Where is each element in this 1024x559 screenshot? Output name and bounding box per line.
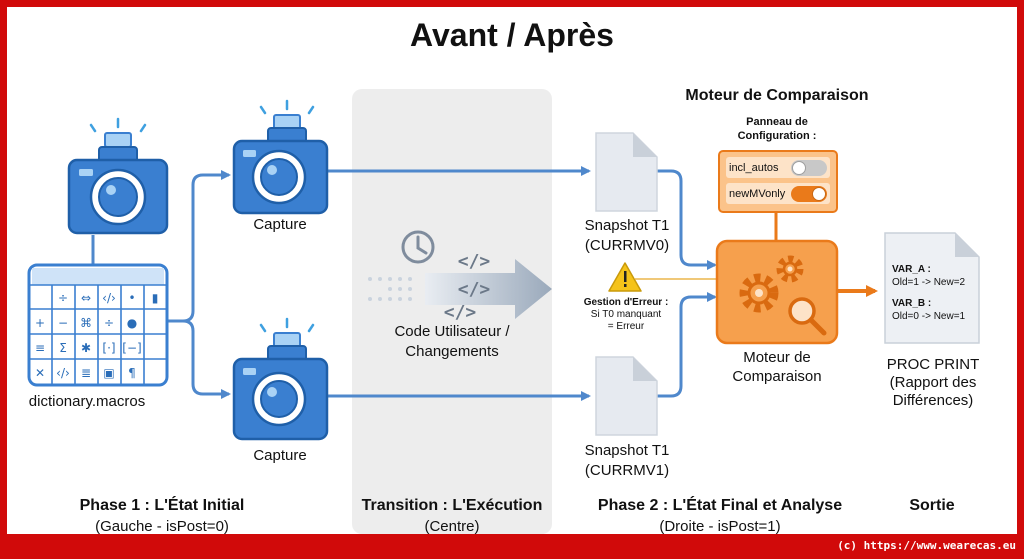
config-title-line: Panneau de	[746, 116, 808, 128]
camera-icon	[232, 317, 329, 441]
error-handling-label: Gestion d'Erreur : Si T0 manquant = Erre…	[567, 297, 685, 333]
svg-text:⌘: ⌘	[80, 316, 92, 330]
svg-text:●: ●	[127, 316, 137, 330]
snapshot-t1-bottom-label: Snapshot T1 (CURRMV1)	[562, 441, 692, 481]
document-icon	[595, 356, 658, 436]
diagram-graphics: ÷ ⇔ ‹/› • ▮ +−⌘ ÷ ● ≡ Σ ✱ [·] [−] ✕ ‹/› ≣ ▣ ¶	[27, 99, 980, 441]
output-label-line: (Rapport des	[889, 374, 977, 391]
output-label-line: PROC PRINT	[886, 356, 980, 373]
engine-label-line: Moteur de	[743, 349, 811, 366]
svg-text:≡: ≡	[35, 341, 45, 355]
svg-text:[·]: [·]	[102, 341, 115, 355]
capture-label: Capture	[253, 447, 307, 464]
calculator-grid-icon: ÷ ⇔ ‹/› • ▮ +−⌘ ÷ ● ≡ Σ ✱ [·] [−] ✕ ‹/› ≣ ▣ ¶	[27, 263, 169, 387]
engine-label-line: Comparaison	[732, 368, 822, 385]
output-doc-content: VAR_A : Old=1 -> New=2 VAR_B : Old=0 -> …	[892, 263, 982, 323]
toggle-icon	[791, 160, 827, 176]
snapshot-table: (CURRMV1)	[584, 462, 670, 479]
config-panel	[718, 150, 838, 213]
var-b-value: Old=0 -> New=1	[892, 311, 966, 322]
transition-subtitle: (Centre)	[424, 518, 480, 534]
config-title-line: Configuration :	[737, 130, 817, 142]
page-title: Avant / Après	[410, 17, 614, 53]
transition-arrow	[368, 259, 552, 319]
copyright-text: (c) https://www.wearecas.eu	[837, 539, 1016, 552]
svg-text:✱: ✱	[81, 341, 91, 355]
document-icon	[595, 132, 658, 212]
svg-text:</>: </>	[458, 251, 491, 272]
svg-text:✕: ✕	[35, 366, 45, 380]
output-label: PROC PRINT (Rapport des Différences)	[873, 356, 993, 410]
output-title: Sortie	[909, 497, 955, 514]
phase2-title: Phase 2 : L'État Final et Analyse	[597, 497, 843, 514]
phase1-subtitle: (Gauche - isPost=0)	[95, 518, 229, 534]
svg-text:▣: ▣	[103, 366, 114, 380]
gear-icon	[776, 255, 804, 283]
svg-text:÷: ÷	[104, 316, 114, 330]
document-icon	[884, 232, 980, 344]
svg-text:≣: ≣	[81, 366, 91, 380]
transition-title: Transition : L'Exécution	[361, 497, 543, 514]
svg-text:÷: ÷	[58, 291, 68, 305]
error-line: Si T0 manquant	[590, 309, 662, 320]
svg-text:•: •	[128, 291, 135, 305]
svg-text:‹/›: ‹/›	[56, 366, 70, 380]
camera-icon	[232, 99, 329, 215]
snapshot-name: Snapshot T1	[584, 442, 670, 459]
gear-icon	[739, 273, 779, 313]
diagram-canvas: Avant / Après	[7, 7, 1017, 534]
svg-text:[−]: [−]	[122, 341, 141, 355]
camera-icon	[67, 117, 169, 235]
clock-icon	[401, 230, 435, 264]
code-changes-line2: Changements	[405, 343, 499, 360]
output-label-line: Différences)	[892, 392, 974, 409]
var-a-value: Old=1 -> New=2	[892, 277, 966, 288]
config-panel-title: Panneau de Configuration :	[707, 115, 847, 143]
error-title: Gestion d'Erreur :	[583, 297, 669, 308]
phase1-title: Phase 1 : L'État Initial	[79, 497, 245, 514]
footer-bar: (c) https://www.wearecas.eu	[0, 534, 1024, 559]
snapshot-t1-top-label: Snapshot T1 (CURRMV0)	[562, 216, 692, 256]
toggle-newmvonly-label: newMVonly	[729, 188, 786, 200]
phase2-subtitle: (Droite - isPost=1)	[659, 518, 781, 534]
svg-text:</>: </>	[444, 302, 477, 323]
snapshot-name: Snapshot T1	[584, 217, 670, 234]
svg-text:</>: </>	[458, 279, 491, 300]
dictionary-label: dictionary.macros	[28, 393, 146, 410]
toggle-icon	[791, 186, 827, 202]
var-b-title: VAR_B :	[892, 298, 932, 309]
code-changes-label: Code Utilisateur / Changements	[362, 322, 542, 362]
svg-text:−: −	[58, 316, 68, 330]
snapshot-table: (CURRMV0)	[584, 237, 670, 254]
magnifier-icon	[788, 297, 827, 336]
engine-box-label: Moteur de Comparaison	[707, 348, 847, 386]
svg-text:‹/›: ‹/›	[102, 291, 116, 305]
engine-box	[715, 239, 839, 345]
svg-text:+: +	[35, 316, 45, 330]
svg-text:⇔: ⇔	[81, 291, 91, 305]
error-line: = Erreur	[607, 321, 645, 332]
capture-label: Capture	[253, 216, 307, 233]
engine-header: Moteur de Comparaison	[685, 87, 869, 104]
toggle-incl-autos-label: incl_autos	[729, 162, 779, 174]
svg-text:¶: ¶	[128, 366, 136, 380]
code-icon: </> </> </>	[444, 251, 491, 323]
connector-lines	[91, 166, 717, 401]
svg-text:▮: ▮	[152, 291, 159, 305]
code-changes-line1: Code Utilisateur /	[394, 323, 510, 340]
var-a-title: VAR_A :	[892, 264, 931, 275]
svg-text:Σ: Σ	[59, 341, 67, 355]
warning-icon	[608, 262, 642, 292]
